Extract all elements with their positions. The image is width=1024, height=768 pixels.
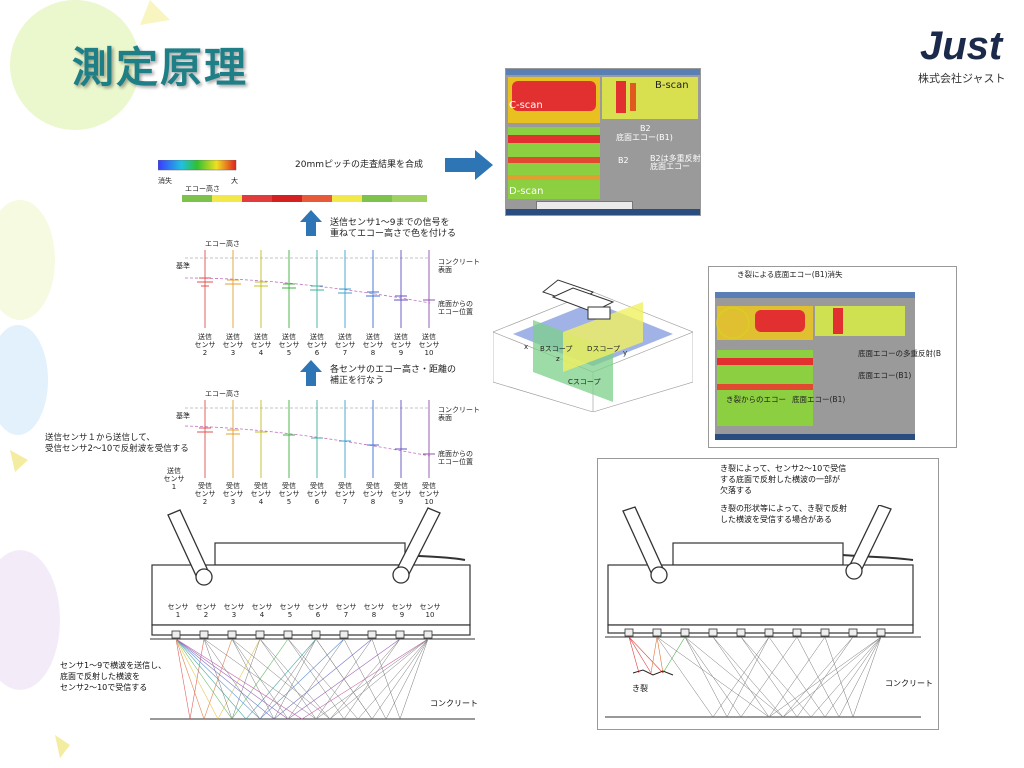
- b2-label-a: B2: [640, 124, 651, 133]
- scan-panel-right: [708, 266, 957, 448]
- wave2-sensor-label: 受信 センサ 9: [390, 482, 412, 506]
- wave2-sensor-label: 受信 センサ 4: [250, 482, 272, 506]
- device-sensor-label: センサ 2: [195, 603, 217, 619]
- device-sensor-label: センサ 4: [251, 603, 273, 619]
- wave1-sensor-label: 送信 センサ 7: [334, 333, 356, 357]
- d-scope-label: Dスコープ: [587, 345, 620, 353]
- transmit-sensor-label: 送信 センサ 1: [163, 467, 185, 491]
- z-axis-label: z: [556, 355, 560, 363]
- wave1-sensor-label: 送信 センサ 6: [306, 333, 328, 357]
- wave2-axis: 基準: [176, 412, 190, 420]
- device-right-note1: き裂によって、センサ2～10で受信 する底面で反射した横波の一部が 欠落する: [720, 464, 847, 495]
- scale-caption: エコー高さ: [185, 185, 220, 193]
- crack-label: き裂: [632, 684, 648, 693]
- wave1-sensor-label: 送信 センサ 4: [250, 333, 272, 357]
- step1-label: 送信センサ1～9までの信号を 重ねてエコー高さで色を付ける: [330, 218, 457, 239]
- b1-label: 底面エコー(B1): [616, 133, 673, 142]
- d-scan-label: D-scan: [509, 186, 544, 197]
- arrow-up-icon: [300, 360, 322, 386]
- b2-label-b: B2: [618, 156, 629, 165]
- crack-highlight-icon: [716, 307, 750, 339]
- device-right-note2: き裂の形状等によって、き裂で反射 した横波を受信する場合がある: [720, 504, 847, 524]
- b-scan-label: B-scan: [655, 80, 689, 91]
- device-sensor-label: センサ 9: [391, 603, 413, 619]
- wave1-sensor-label: 送信 センサ 9: [390, 333, 412, 357]
- scale-max-label: 大: [231, 177, 238, 185]
- color-scale: [158, 160, 237, 171]
- y-axis-label: y: [623, 349, 628, 357]
- wave1-sensor-label: 送信 センサ 3: [222, 333, 244, 357]
- bottom-echo-label-2: 底面エコー(B1): [792, 395, 846, 404]
- wave1-axis: 基準: [176, 262, 190, 270]
- wave1-surface-label: コンクリート 表面: [438, 258, 480, 274]
- wave2-surface-label: コンクリート 表面: [438, 406, 480, 422]
- scope-3d-diagram: [493, 279, 693, 412]
- page-title: 測定原理: [72, 43, 249, 92]
- device-sensor-label: センサ 10: [419, 603, 441, 619]
- wave-plot-1: [185, 250, 435, 328]
- arrow-up-icon: [300, 210, 322, 236]
- device-left-note: センサ1～9で横波を送信し、 底面で反射した横波を センサ2～10で受信する: [60, 661, 167, 692]
- wave2-echo-height: エコー高さ: [205, 390, 240, 398]
- bottom-echo-label: 底面エコー(B1): [858, 371, 912, 380]
- scale-min-label: 消失: [158, 177, 172, 185]
- scan-screenshot-top: [505, 68, 701, 216]
- wave2-sensor-label: 受信 センサ 8: [362, 482, 384, 506]
- wave2-sensor-label: 受信 センサ 5: [278, 482, 300, 506]
- multi-reflection-label: 底面エコーの多重反射(B: [858, 349, 942, 358]
- transmit-note: 送信センサ１から送信して、 受信センサ2～10で反射波を受信する: [45, 433, 189, 454]
- c-scan-label: C-scan: [509, 100, 543, 111]
- wave1-echo-height: エコー高さ: [205, 240, 240, 248]
- c-scope-label: Cスコープ: [568, 378, 601, 386]
- combine-label: 20mmピッチの走査結果を合成: [295, 160, 423, 170]
- device-sensor-label: センサ 8: [363, 603, 385, 619]
- device-right-diagram: [605, 505, 921, 718]
- wave1-sensor-label: 送信 センサ 5: [278, 333, 300, 357]
- wave2-sensor-label: 受信 センサ 3: [222, 482, 244, 506]
- device-sensor-label: センサ 5: [279, 603, 301, 619]
- device-sensor-label: センサ 3: [223, 603, 245, 619]
- wave1-sensor-label: 送信 センサ 10: [418, 333, 440, 357]
- wave2-bottom-echo-label: 底面からの エコー位置: [438, 450, 473, 466]
- x-axis-label: x: [524, 343, 529, 351]
- wave1-sensor-label: 送信 センサ 8: [362, 333, 384, 357]
- crack-echo-label: き裂からのエコー: [726, 395, 786, 404]
- wave-plot-2: [185, 400, 435, 478]
- wave2-sensor-label: 受信 センサ 6: [306, 482, 328, 506]
- arrow-right-icon: [445, 150, 493, 180]
- b2-note: B2は多重反射の 底面エコー: [650, 154, 709, 171]
- device-right-concrete-label: コンクリート: [885, 679, 933, 688]
- device-left-diagram: [150, 507, 475, 720]
- crack-loss-label: き裂による底面エコー(B1)消失: [737, 270, 843, 279]
- wave2-sensor-label: 受信 センサ 10: [418, 482, 440, 506]
- wave2-sensor-label: 受信 センサ 2: [194, 482, 216, 506]
- company-logo: Just: [920, 24, 1003, 68]
- wave2-sensor-label: 受信 センサ 7: [334, 482, 356, 506]
- step2-label: 各センサのエコー高さ・距離の 補正を行なう: [330, 365, 457, 386]
- combined-stripe: [182, 195, 427, 202]
- b-scope-label: Bスコープ: [540, 345, 573, 353]
- company-name: 株式会社ジャスト: [918, 72, 1006, 85]
- device-sensor-label: センサ 6: [307, 603, 329, 619]
- device-sensor-label: センサ 1: [167, 603, 189, 619]
- wave1-bottom-echo-label: 底面からの エコー位置: [438, 300, 473, 316]
- device-left-concrete-label: コンクリート: [430, 699, 478, 708]
- wave1-sensor-label: 送信 センサ 2: [194, 333, 216, 357]
- device-sensor-label: センサ 7: [335, 603, 357, 619]
